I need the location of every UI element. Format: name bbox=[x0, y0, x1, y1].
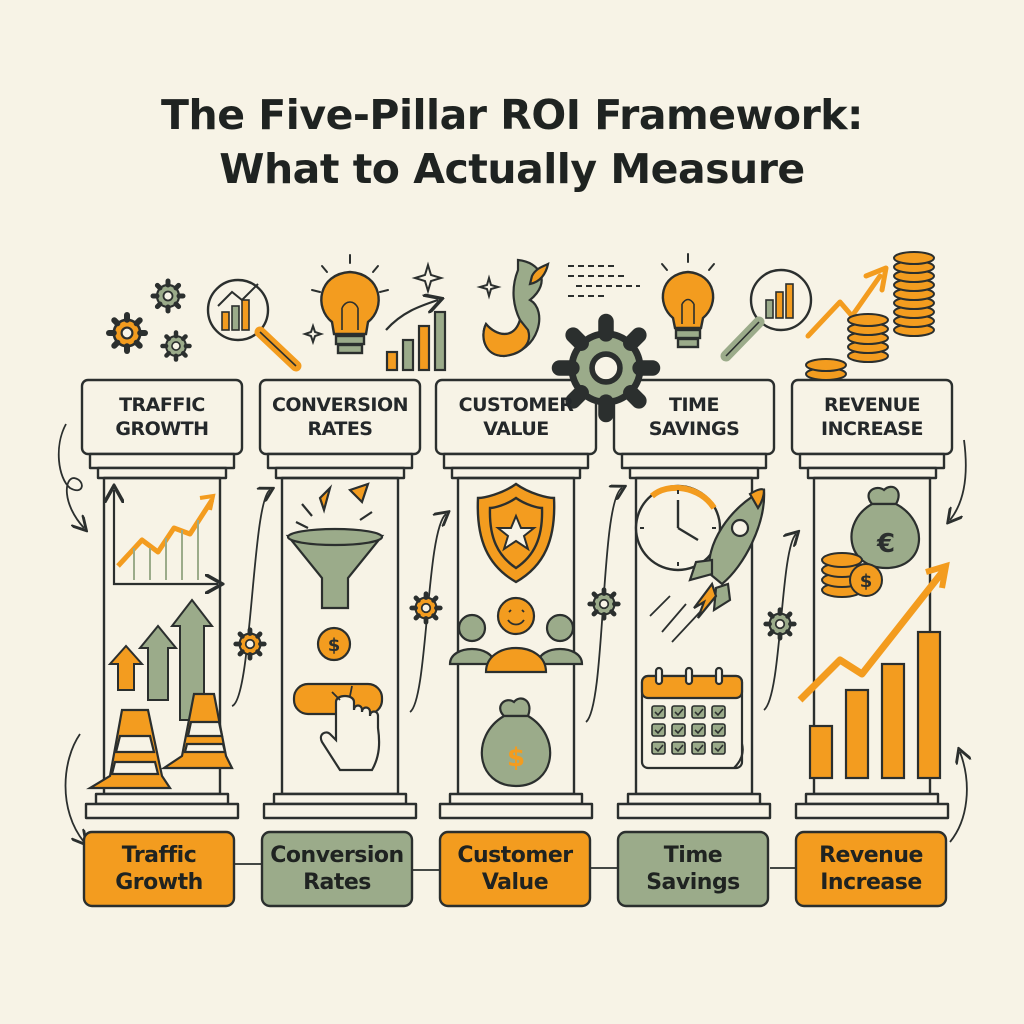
dollar-coin-icon: $ bbox=[316, 626, 352, 662]
coins-icon: $ bbox=[821, 552, 883, 598]
bottom-label-box bbox=[438, 830, 592, 908]
growth-bar-chart-icon bbox=[797, 561, 950, 780]
page-title: The Five-Pillar ROI Framework: What to A… bbox=[0, 88, 1024, 196]
up-arrows-icon bbox=[107, 598, 215, 721]
funnel-icon bbox=[285, 482, 385, 610]
bottom-label: Conversion Rates bbox=[270, 843, 404, 895]
magnifier-chart-icon bbox=[206, 278, 302, 372]
pillar-2 bbox=[258, 378, 422, 820]
magnifier-chart-icon bbox=[720, 268, 813, 362]
pillar-cap-label: REVENUE INCREASE bbox=[821, 394, 923, 440]
traffic-cone-icon bbox=[86, 692, 234, 790]
svg-text:$: $ bbox=[860, 571, 873, 592]
sparkle-icon bbox=[301, 261, 502, 346]
pointer-hand-icon bbox=[292, 682, 384, 772]
bar-chart-icon bbox=[385, 300, 447, 372]
bottom-label-box bbox=[616, 830, 770, 908]
euro-bag-icon: € bbox=[850, 485, 920, 570]
pillar-4 bbox=[612, 378, 776, 820]
gear-icon bbox=[109, 315, 145, 351]
bottom-label-box bbox=[82, 830, 236, 908]
title-line-2: What to Actually Measure bbox=[219, 145, 805, 193]
bottom-label: Customer Value bbox=[457, 843, 573, 895]
swoosh-icon bbox=[482, 258, 550, 358]
bottom-label: Revenue Increase bbox=[819, 843, 923, 895]
line-chart-icon bbox=[114, 490, 218, 584]
coin-stack-icon bbox=[805, 251, 935, 381]
lightbulb-icon bbox=[311, 254, 389, 355]
bottom-label-box bbox=[794, 830, 948, 908]
pillar-5 bbox=[790, 378, 954, 820]
pillar-cap-label: TIME SAVINGS bbox=[648, 394, 740, 440]
money-bag-icon: $ bbox=[480, 697, 552, 788]
shield-star-icon bbox=[476, 482, 556, 584]
clock-icon bbox=[634, 484, 722, 572]
bottom-label: Traffic Growth bbox=[115, 843, 203, 895]
calendar-icon bbox=[640, 666, 744, 770]
pillar-cap-label: TRAFFIC GROWTH bbox=[115, 394, 209, 440]
svg-text:$: $ bbox=[328, 635, 341, 656]
pillar-cap-label: CONVERSION RATES bbox=[271, 394, 409, 440]
title-line-1: The Five-Pillar ROI Framework: bbox=[161, 91, 863, 139]
bottom-label: Time Savings bbox=[646, 843, 740, 895]
people-icon bbox=[448, 596, 584, 674]
bottom-label-box bbox=[260, 830, 414, 908]
code-lines-icon bbox=[568, 265, 640, 297]
pillar-1 bbox=[80, 378, 244, 820]
pillar-cap-label: CUSTOMER VALUE bbox=[458, 394, 574, 440]
trend-arrow-icon bbox=[805, 265, 889, 339]
lightbulb-icon bbox=[661, 253, 715, 349]
pillar-3 bbox=[434, 378, 598, 820]
rocket-icon bbox=[649, 488, 766, 643]
svg-text:€: € bbox=[876, 529, 895, 559]
svg-text:$: $ bbox=[507, 743, 525, 773]
gear-icon bbox=[153, 281, 190, 360]
